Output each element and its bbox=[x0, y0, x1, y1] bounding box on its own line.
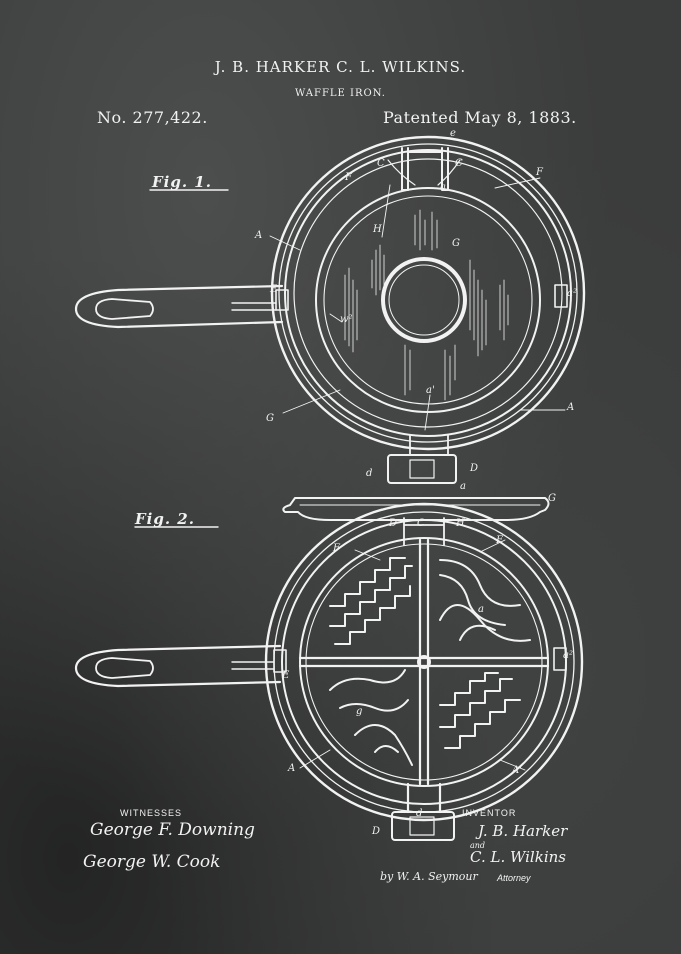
fig2-ref-a2: a² bbox=[563, 650, 573, 661]
fig2-rim-3 bbox=[281, 519, 567, 805]
fig1-center-hole-inner bbox=[388, 264, 460, 336]
figure-1-label: Fig. 1. bbox=[152, 173, 212, 191]
fig2-left-lug bbox=[273, 649, 287, 673]
fig2-curve-pattern-top-right bbox=[439, 559, 531, 642]
fig2-handle bbox=[74, 644, 282, 688]
attorney-label: Attorney bbox=[497, 873, 531, 883]
fig1-plate-shading bbox=[344, 209, 509, 401]
inventor-heading: INVENTOR bbox=[462, 808, 517, 818]
fig1-top-hinge bbox=[401, 147, 449, 191]
fig2-step-pattern-top-left bbox=[329, 557, 413, 645]
fig1-rim-2 bbox=[278, 143, 578, 443]
fig1-ref-e: e bbox=[450, 128, 456, 139]
fig2-ref-e-top: E bbox=[496, 535, 504, 546]
fig1-rim-3 bbox=[284, 149, 572, 437]
fig1-ref-d-lower: d bbox=[366, 468, 373, 479]
fig2-handle-hole bbox=[95, 657, 154, 679]
fig1-ref-e-left: E bbox=[270, 284, 278, 295]
fig1-handle bbox=[74, 284, 284, 329]
fig1-ref-h: H bbox=[373, 224, 382, 235]
fig2-ref-c: C bbox=[417, 518, 425, 529]
fig2-curve-pattern-bottom-left bbox=[329, 669, 413, 766]
fig2-ref-h: H bbox=[456, 518, 465, 529]
fig1-bottom-hinge bbox=[409, 434, 449, 456]
fig2-plate-inner bbox=[305, 543, 543, 781]
fig2-ref-e-left: E bbox=[282, 670, 290, 681]
fig1-ref-a-prime: a' bbox=[426, 385, 435, 396]
fig1-hinge-block bbox=[387, 454, 457, 484]
inventor-and: and bbox=[470, 841, 486, 850]
fig1-ref-a-right: A bbox=[567, 402, 575, 413]
fig2-lid bbox=[282, 497, 550, 521]
fig1-ref-c-left: C bbox=[377, 158, 385, 169]
witness-signature-1: George F. Downing bbox=[90, 820, 255, 840]
fig2-bottom-hinge bbox=[406, 782, 442, 814]
attorney-signature: by W. A. Seymour bbox=[380, 870, 478, 883]
fig1-ref-a2: a² bbox=[567, 288, 577, 299]
fig1-ref-w2: w² bbox=[340, 314, 353, 325]
fig2-divider-vertical bbox=[418, 538, 430, 786]
patent-subtitle: WAFFLE IRON. bbox=[295, 88, 386, 99]
inventor-signature-1: J. B. Harker bbox=[478, 822, 568, 840]
fig2-ref-g-quadrant: g bbox=[356, 706, 363, 717]
fig2-ref-d-hinge: d bbox=[416, 808, 423, 819]
witness-signature-2: George W. Cook bbox=[83, 852, 221, 872]
fig1-plate-outer bbox=[315, 187, 541, 413]
fig2-ref-a-left: A bbox=[288, 763, 296, 774]
fig2-ref-d-lower: D bbox=[372, 826, 381, 837]
fig1-rim-4 bbox=[293, 158, 563, 428]
fig1-plate-inner bbox=[323, 195, 533, 405]
fig1-ref-f-left: F bbox=[345, 172, 352, 183]
fig2-ref-d: D bbox=[389, 518, 398, 529]
fig2-plate bbox=[299, 537, 549, 787]
fig1-center-hole bbox=[381, 257, 467, 343]
patent-inventor-names: J. B. HARKER C. L. WILKINS. bbox=[214, 58, 467, 76]
fig2-hinge-block bbox=[391, 811, 455, 841]
fig1-ref-a-left: A bbox=[255, 230, 263, 241]
witnesses-heading: WITNESSES bbox=[120, 808, 183, 818]
fig1-pan bbox=[74, 135, 586, 484]
patent-date: Patented May 8, 1883. bbox=[383, 108, 577, 127]
patent-number: No. 277,422. bbox=[97, 108, 208, 127]
fig1-ref-f-right: F bbox=[536, 167, 543, 178]
fig2-ref-a-quadrant: a bbox=[478, 604, 484, 615]
inventor-signature-2: C. L. Wilkins bbox=[470, 848, 566, 866]
fig1-ref-d-upper: D bbox=[470, 463, 479, 474]
fig2-outer-rim bbox=[264, 502, 584, 822]
fig1-left-lug bbox=[275, 289, 289, 311]
fig2-ref-a-prime: A' bbox=[512, 765, 522, 776]
fig1-ref-a-top: a bbox=[440, 182, 446, 193]
fig2-rim-2 bbox=[273, 511, 575, 813]
fig1-outer-rim bbox=[270, 135, 586, 451]
fig1-right-lug bbox=[554, 284, 568, 308]
fig1-ref-c-right: C bbox=[455, 158, 463, 169]
fig2-divider-horizontal bbox=[298, 656, 550, 668]
fig2-ref-a-lid: a bbox=[460, 481, 466, 492]
fig1-handle-hole bbox=[95, 298, 154, 320]
fig1-ref-g-bottom: G bbox=[266, 413, 274, 424]
fig2-ref-g-lid: G bbox=[548, 493, 556, 504]
fig2-step-pattern-bottom-right bbox=[439, 672, 521, 749]
figure-2-label: Fig. 2. bbox=[135, 510, 195, 528]
fig2-right-lug bbox=[553, 647, 567, 671]
fig1-ref-g-top: G bbox=[452, 238, 460, 249]
fig2-ref-f: F bbox=[333, 543, 340, 554]
fig2-pan bbox=[74, 497, 584, 841]
